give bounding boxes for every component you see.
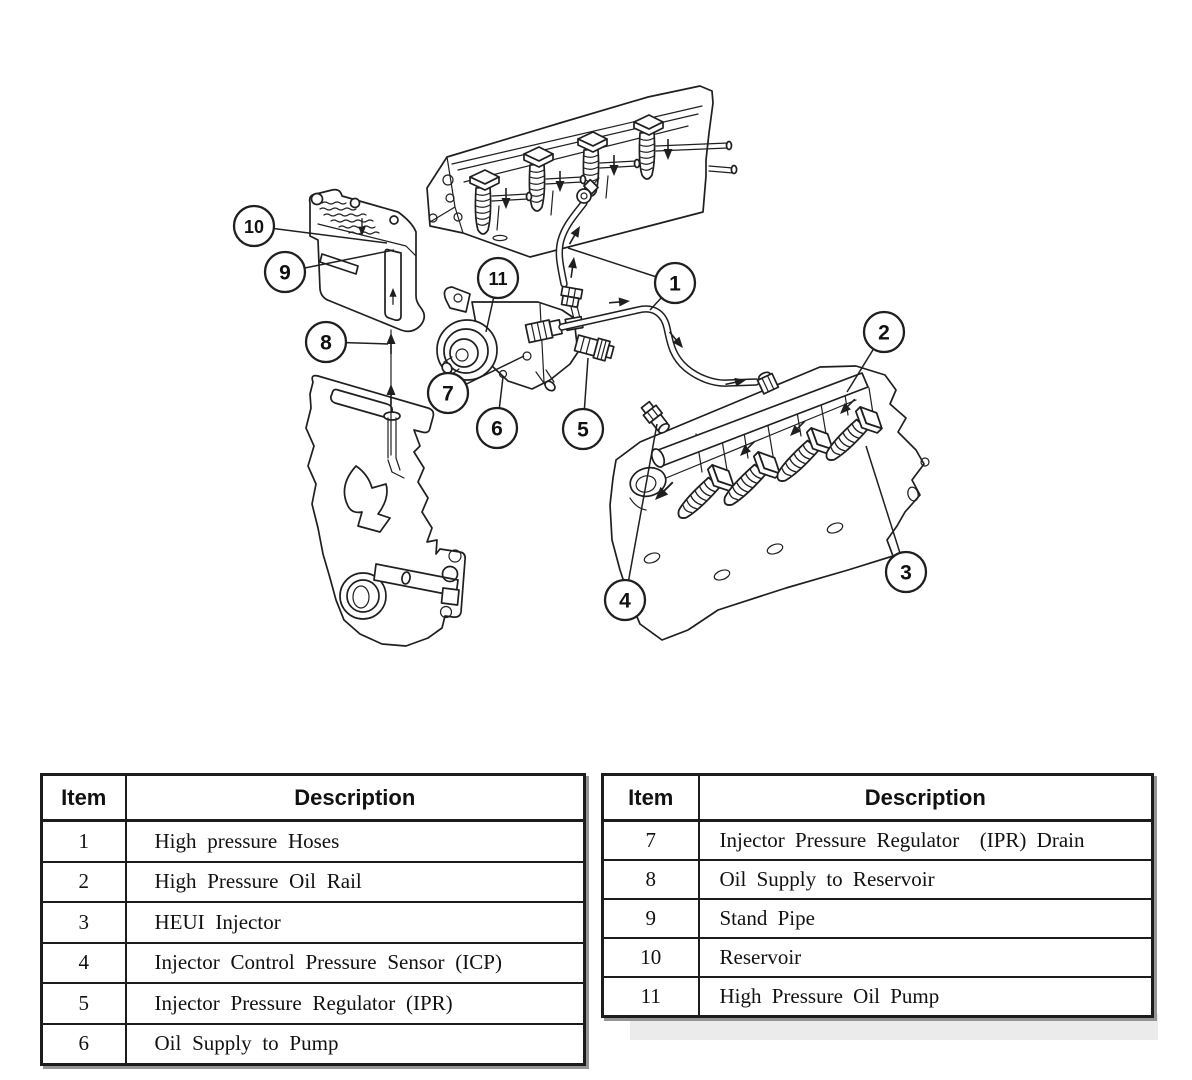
item-number: 10 xyxy=(601,937,700,978)
callout-circle-8 xyxy=(304,320,348,364)
item-number: 9 xyxy=(601,898,700,939)
callout-number-7: 7 xyxy=(442,383,454,406)
item-number: 7 xyxy=(601,819,700,861)
table-header-row: Item Description xyxy=(601,773,1154,822)
callout-circle-3 xyxy=(884,550,928,594)
item-description: High Pressure Oil Pump xyxy=(697,976,1154,1018)
item-number: 11 xyxy=(601,976,700,1018)
item-number: 8 xyxy=(601,859,700,900)
high-pressure-hoses xyxy=(524,177,780,395)
callout-number-3: 3 xyxy=(900,562,912,585)
callout-leader-line xyxy=(253,225,388,244)
callout-number-2: 2 xyxy=(878,322,890,345)
icp-sensor xyxy=(640,400,670,434)
oil-level-waves xyxy=(319,201,380,235)
callout-circle-4 xyxy=(603,578,647,622)
oil-rail-assembly xyxy=(609,365,930,641)
item-number: 6 xyxy=(40,1022,127,1066)
item-description: Injector Pressure Regulator (IPR) xyxy=(124,982,586,1025)
item-number: 3 xyxy=(40,901,127,944)
column-header-description: Description xyxy=(124,773,586,822)
callout-circle-9 xyxy=(263,250,307,294)
column-header-item: Item xyxy=(40,773,127,822)
item-number: 5 xyxy=(40,982,127,1025)
callout-circle-11 xyxy=(476,256,520,300)
ipr-valve xyxy=(573,334,615,362)
callout-number-6: 6 xyxy=(491,418,503,441)
item-description: High pressure Hoses xyxy=(124,819,586,863)
callout-circle-2 xyxy=(862,310,906,354)
high-pressure-oil-pump xyxy=(436,286,615,392)
item-description: HEUI Injector xyxy=(124,901,586,944)
callout-circle-6 xyxy=(475,406,519,450)
oil-reservoir xyxy=(308,188,426,333)
scan-shadow xyxy=(630,1014,1158,1040)
engine-oil-system-diagram: 1 2 3 4 5 6 7 8 9 10 11 xyxy=(232,85,930,647)
item-description: Reservoir xyxy=(697,937,1154,978)
callout-labels: 1 2 3 4 5 6 7 8 9 10 11 xyxy=(232,204,928,622)
callout-number-1: 1 xyxy=(669,273,681,296)
callout-leader-line xyxy=(624,423,658,601)
callout-circle-5 xyxy=(561,407,605,451)
item-number: 1 xyxy=(40,819,127,863)
callout-number-5: 5 xyxy=(577,419,589,442)
item-description: High Pressure Oil Rail xyxy=(124,860,586,903)
callout-number-9: 9 xyxy=(279,262,291,285)
callout-leader-line xyxy=(865,445,907,573)
callout-circle-7 xyxy=(426,371,470,415)
item-description: Oil Supply to Reservoir xyxy=(697,859,1154,900)
table-header-row: Item Description xyxy=(40,773,586,822)
front-cover xyxy=(305,374,466,647)
callout-number-4: 4 xyxy=(619,590,631,613)
column-header-description: Description xyxy=(697,773,1154,822)
callout-number-11: 11 xyxy=(488,269,507,289)
item-description: Injector Pressure Regulator (IPR) Drain xyxy=(697,819,1154,861)
cylinder-head-top xyxy=(426,85,738,258)
item-description: Stand Pipe xyxy=(697,898,1154,939)
callout-number-10: 10 xyxy=(244,217,264,237)
callout-circle-10 xyxy=(232,204,276,248)
callout-circle-1 xyxy=(653,261,697,305)
column-header-item: Item xyxy=(601,773,700,822)
item-description: Oil Supply to Pump xyxy=(124,1022,586,1066)
high-pressure-oil-rail xyxy=(650,372,869,468)
item-number: 2 xyxy=(40,860,127,903)
item-description: Injector Control Pressure Sensor (ICP) xyxy=(124,941,586,984)
item-number: 4 xyxy=(40,941,127,984)
stand-pipe xyxy=(384,248,402,322)
callout-number-8: 8 xyxy=(320,332,332,355)
